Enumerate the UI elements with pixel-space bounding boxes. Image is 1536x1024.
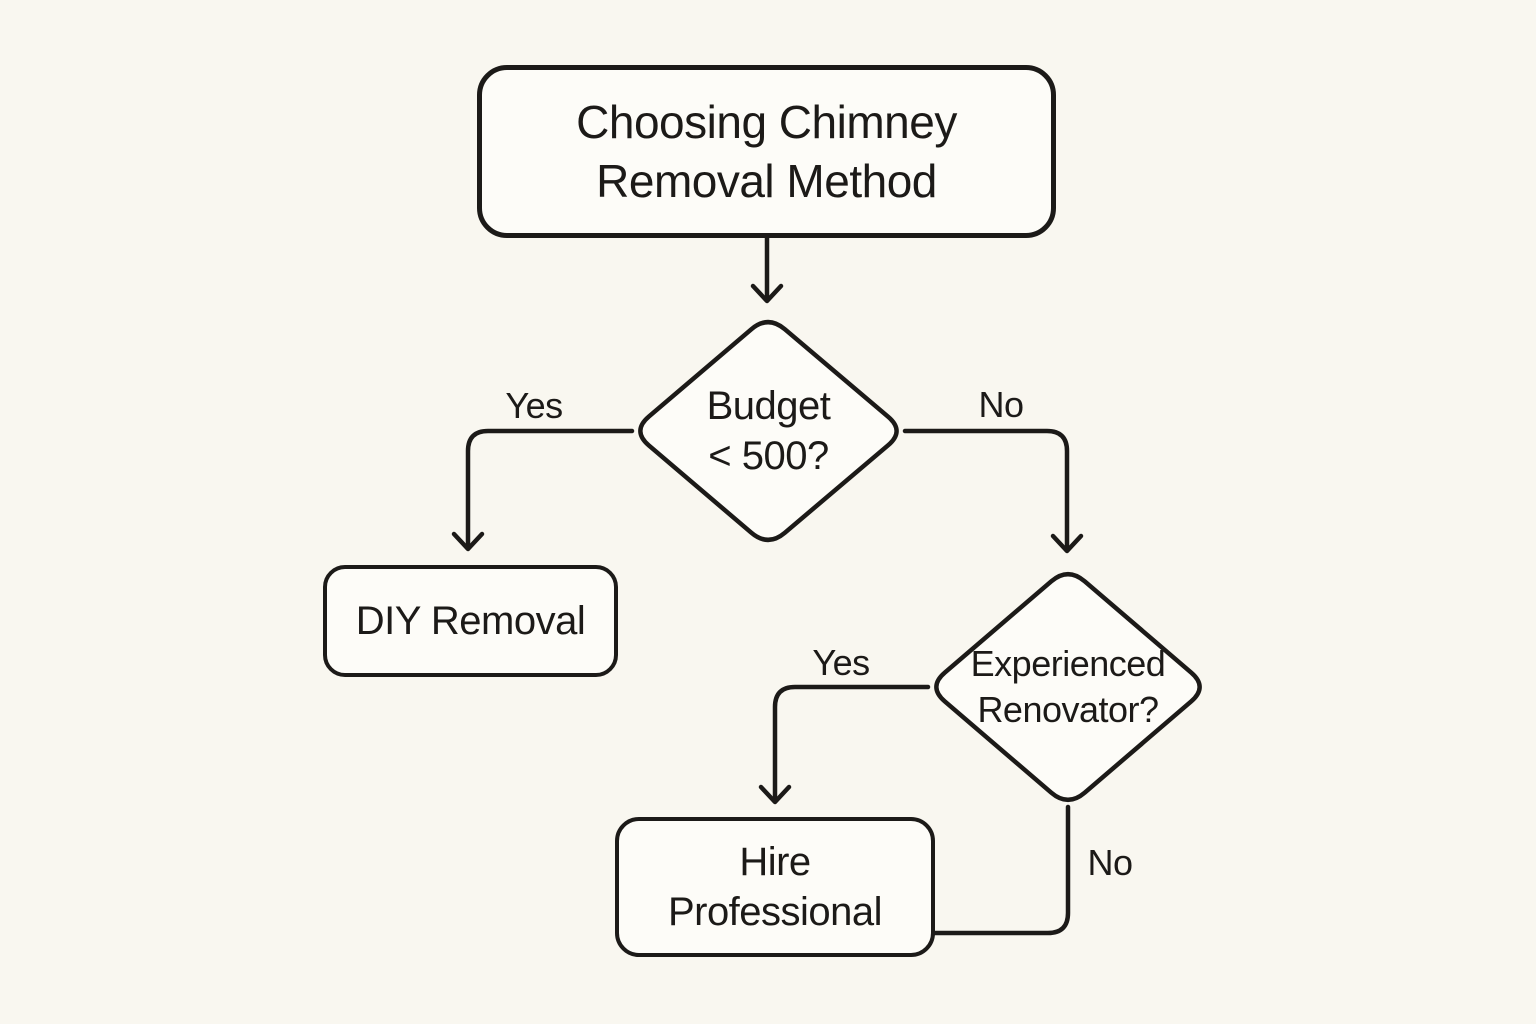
arrowhead-budget-renovator: [1050, 533, 1084, 554]
edge-renovator-hire-yes: [772, 684, 931, 800]
edge-label-renovator-no: No: [1087, 842, 1133, 883]
node-start-label-line2: Removal Method: [596, 154, 937, 207]
edge-label-budget-yes: Yes: [505, 385, 563, 426]
edge-renovator-hire-no: [932, 804, 1071, 936]
node-diy-removal: DIY Removal: [323, 565, 618, 677]
node-start: Choosing Chimney Removal Method: [477, 65, 1056, 238]
node-hire-professional: Hire Professional: [615, 817, 935, 957]
node-start-label-line1: Choosing Chimney: [576, 95, 957, 148]
edge-label-renovator-yes: Yes: [812, 642, 870, 683]
decision-renovator-shape: [934, 571, 1202, 803]
edge-budget-renovator: [902, 428, 1070, 549]
decision-budget-shape: [638, 319, 899, 543]
node-hire-label-line1: Hire: [739, 840, 811, 884]
arrowhead-renovator-hire-yes: [758, 784, 792, 805]
node-diy-label: DIY Removal: [355, 598, 586, 643]
edge-budget-diy: [465, 428, 635, 547]
arrowhead-start-budget: [750, 283, 784, 304]
node-hire-label-line2: Professional: [667, 890, 883, 934]
arrowhead-budget-diy: [451, 531, 485, 552]
edge-label-budget-no: No: [978, 384, 1024, 425]
